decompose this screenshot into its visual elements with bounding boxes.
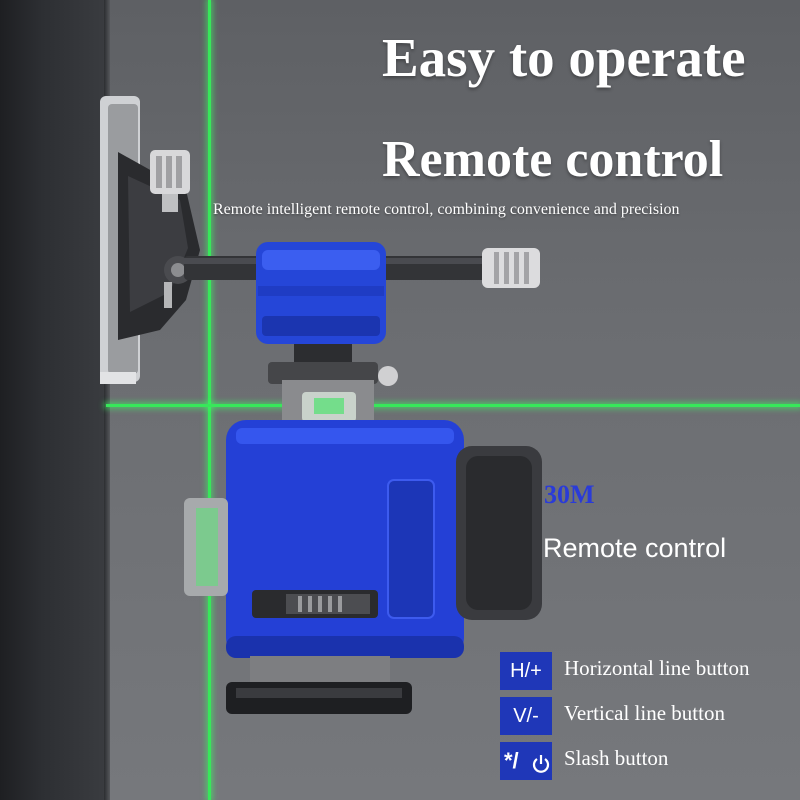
headline-remote-control: Remote control (382, 131, 724, 188)
slash-key-text: */ (504, 748, 519, 773)
legend-vertical: V/- Vertical line button (500, 697, 800, 735)
legend-horizontal: H/+ Horizontal line button (500, 652, 800, 690)
wall-edge (104, 0, 110, 800)
vertical-key-badge: V/- (500, 697, 552, 735)
horizontal-laser-line (106, 404, 800, 407)
side-window (387, 479, 435, 619)
range-distance: 30M (544, 480, 595, 509)
horizontal-key-label: Horizontal line button (564, 656, 750, 680)
power-icon (532, 755, 550, 773)
range-caption: Remote control (543, 533, 727, 563)
headline-easy-operate: Easy to operate (382, 27, 746, 88)
headline-subtitle: Remote intelligent remote control, combi… (213, 201, 680, 218)
horizontal-key-badge: H/+ (500, 652, 552, 690)
vertical-key-label: Vertical line button (564, 701, 725, 725)
wall-strip (0, 0, 106, 800)
slash-key-label: Slash button (564, 746, 669, 770)
legend-slash: */ Slash button (500, 742, 800, 780)
vertical-laser-line (208, 0, 211, 800)
slash-key-badge: */ (500, 742, 552, 780)
